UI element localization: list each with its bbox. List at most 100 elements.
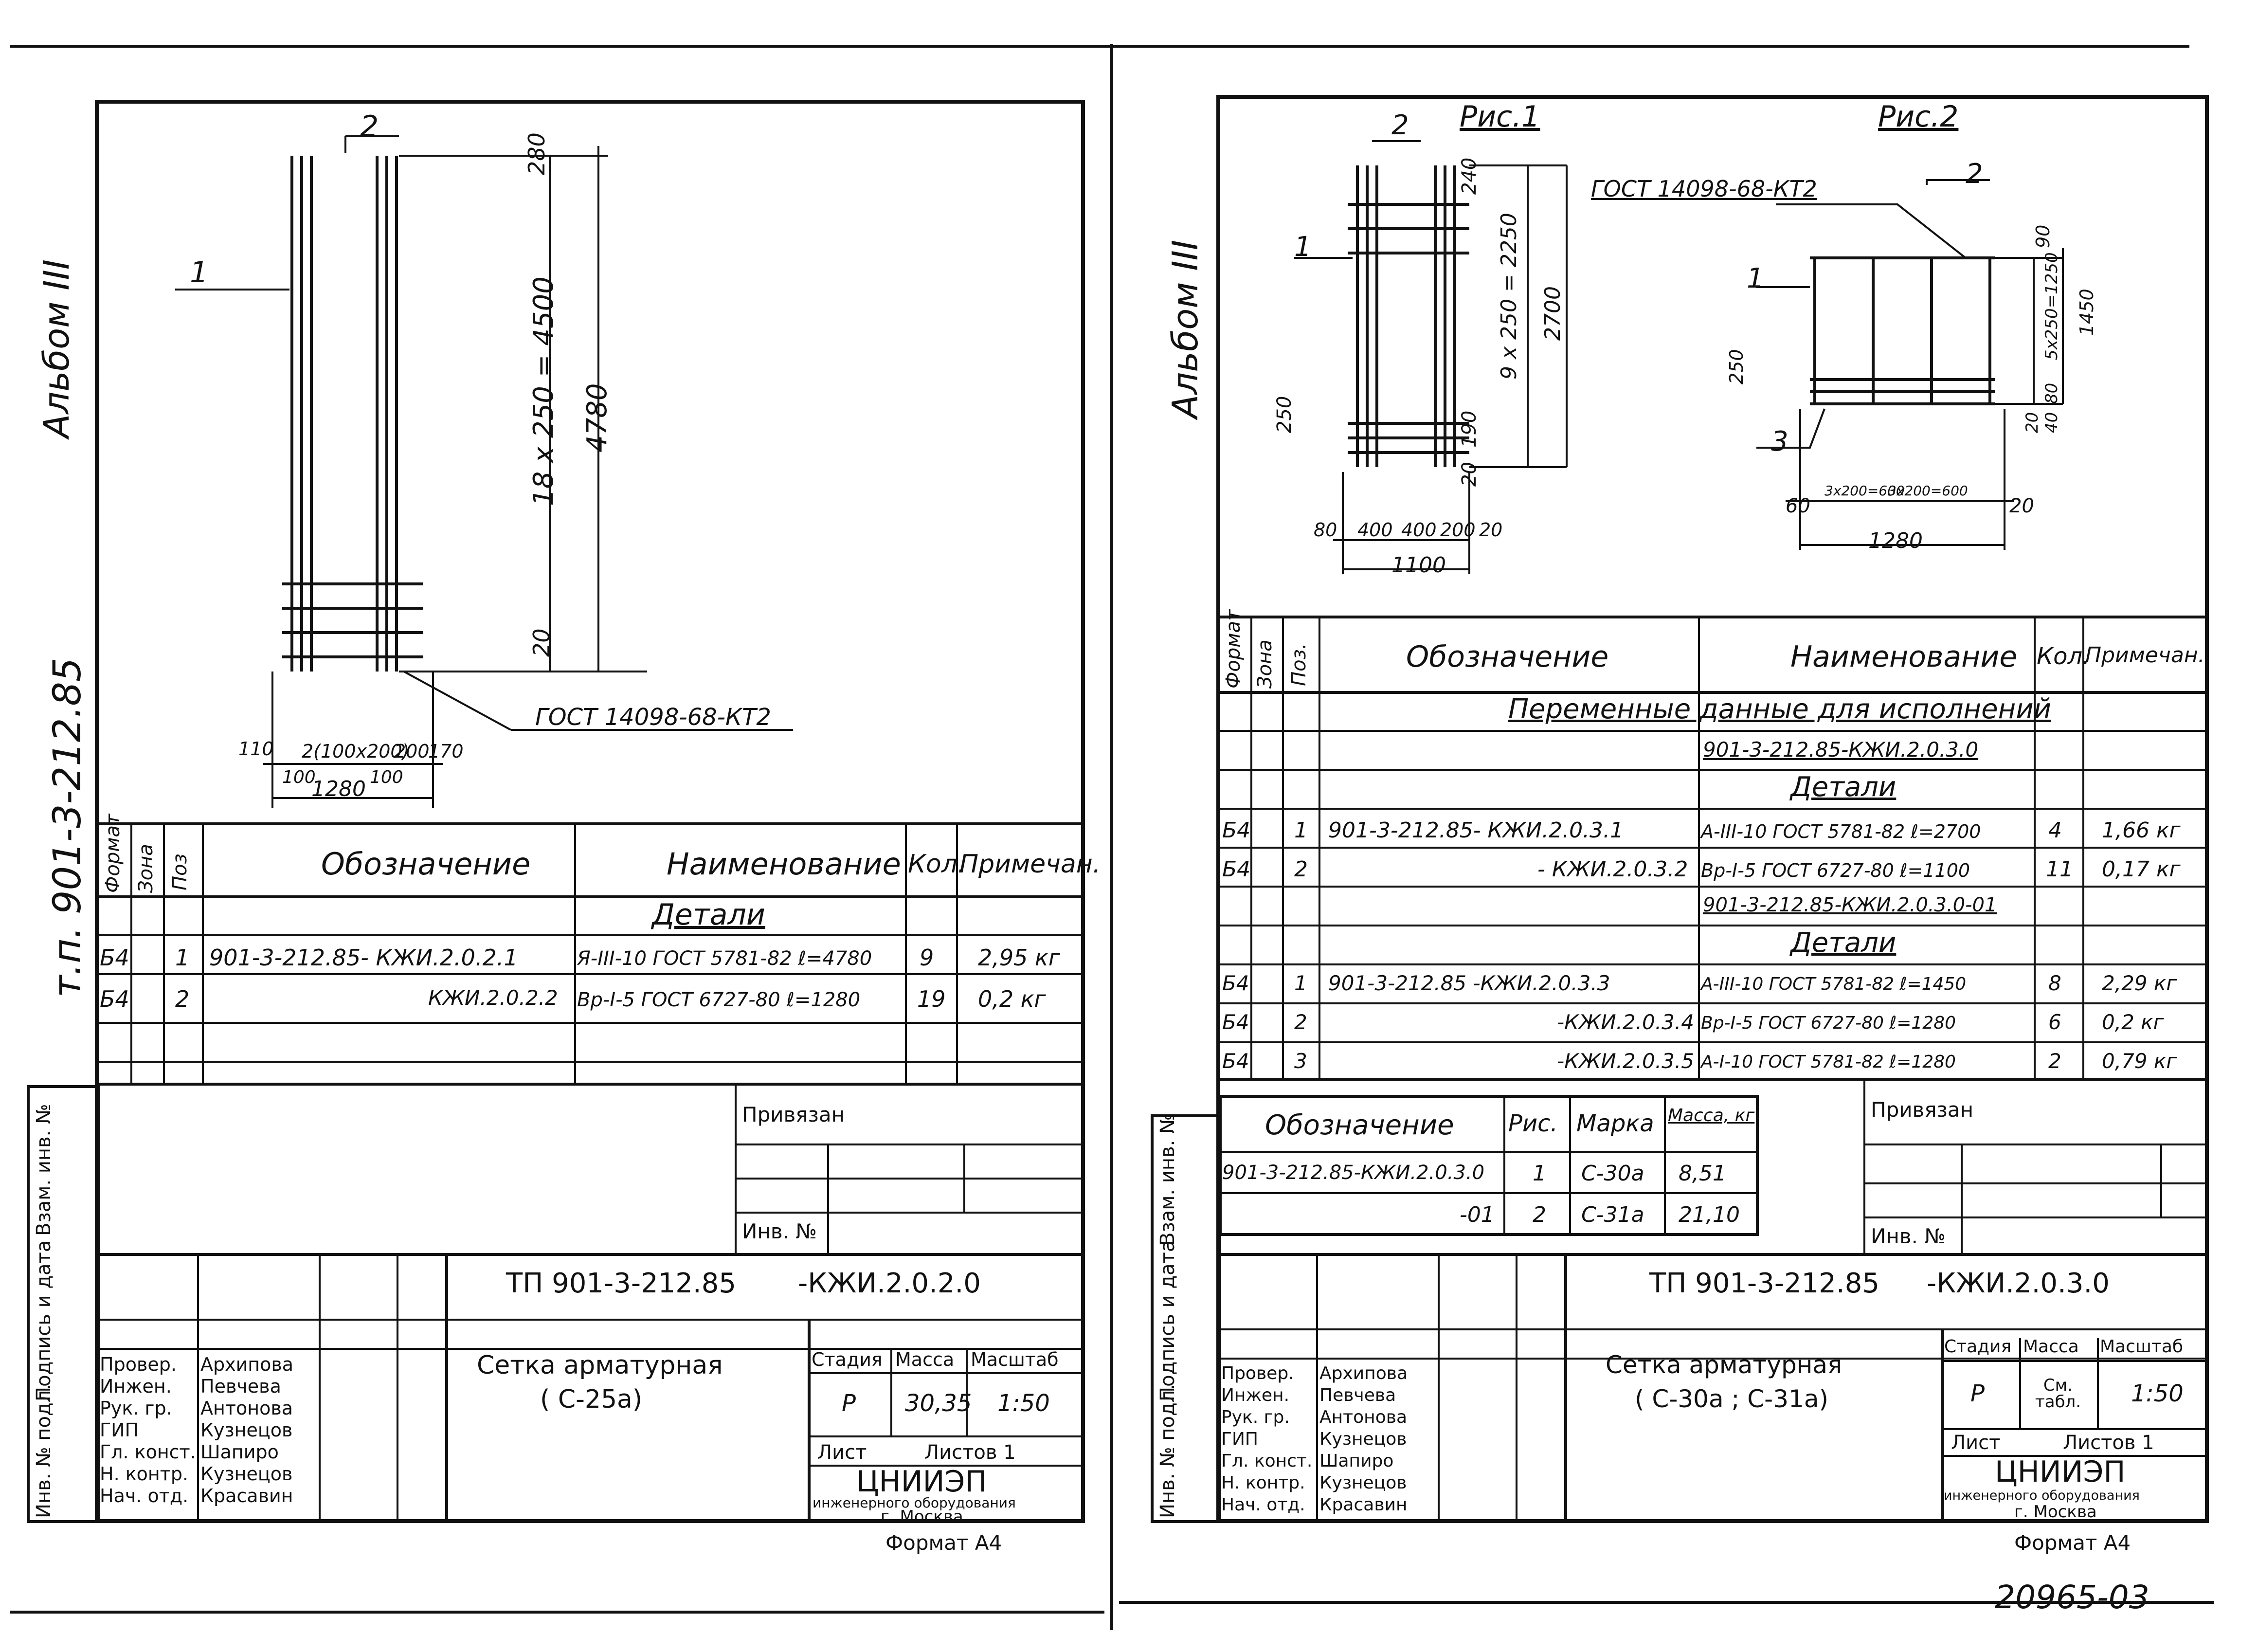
left-title-name-1: Сетка арматурная [477, 1351, 723, 1380]
left-bound-line [735, 1212, 1085, 1214]
left-row2-name: Вр-I-5 ГОСТ 6727-80 ℓ=1280 [577, 989, 861, 1011]
left-title-col [197, 1253, 199, 1523]
right-fig1-dim-20h: 20 [1479, 519, 1503, 541]
right-spec-row-line [1219, 730, 2209, 732]
right-spec-col [1698, 616, 1700, 1080]
left-stage-header-2: Масса [895, 1349, 955, 1370]
right-spec-bottom [1219, 1078, 2209, 1081]
right-sidebar-field-replace: Взам. инв. № [1156, 1113, 1179, 1246]
right-spec-header-bottom [1219, 691, 2209, 694]
left-dim-2x100x200: 2(100x200) [302, 741, 410, 762]
right-mark-row1-code: 901-3-212.85-КЖИ.2.0.3.0 [1222, 1162, 1485, 1184]
right-mark-row2-mass: 21,10 [1679, 1202, 1740, 1227]
right-mark-row1-fig: 1 [1533, 1161, 1546, 1186]
right-v2-row3-name: А-I-10 ГОСТ 5781-82 ℓ=1280 [1701, 1052, 1956, 1072]
right-bound-line [1863, 1144, 2209, 1145]
left-row1-note: 2,95 кг [978, 944, 1060, 971]
right-stage-col [2097, 1338, 2099, 1428]
right-spec-row-line [1219, 963, 2209, 965]
left-spec-header-zone: Зона [135, 844, 157, 893]
left-stage-header-1: Стадия [812, 1349, 883, 1370]
right-spec-row-line [1219, 1041, 2209, 1043]
right-mark-col [1664, 1095, 1666, 1236]
right-v2-row3-note: 0,79 кг [2102, 1049, 2177, 1073]
left-role-6: Н. контр. [100, 1463, 189, 1485]
right-fig2-dim-250: 250 [1726, 349, 1747, 384]
right-fig2-dim-90: 90 [2032, 224, 2054, 248]
left-spec-row-line [97, 934, 1085, 936]
right-bound-col [2160, 1144, 2162, 1216]
right-fig2-dim-3x200b: 3x200=600 [1888, 483, 1968, 499]
sidebar-field-sign: Подпись и дата [33, 1240, 55, 1401]
left-sheet-frame [95, 100, 1085, 1523]
left-row2-pos: 2 [175, 986, 190, 1012]
left-spec-header-name: Наименование [667, 846, 901, 882]
right-format-label: Формат А4 [2014, 1531, 2131, 1555]
right-v2-row3-pos: 3 [1294, 1049, 1307, 1073]
left-dim-18x250: 18 x 250 = 4500 [528, 276, 560, 506]
right-spec-top [1219, 616, 2209, 618]
right-bound-label: Привязан [1871, 1098, 1974, 1122]
right-variant-1-code: 901-3-212.85-КЖИ.2.0.3.0 [1703, 738, 1979, 762]
left-row2-qty: 19 [917, 986, 946, 1012]
left-spec-row-line [97, 1022, 1085, 1024]
right-spec-header-pos: Поз. [1288, 643, 1310, 686]
right-v2-row3-format: Б4 [1222, 1049, 1249, 1073]
right-sidebar-box [1151, 1114, 1221, 1523]
right-role-6: Н. контр. [1221, 1473, 1305, 1493]
right-fig1-dim-200: 200 [1440, 519, 1476, 541]
left-pos-2-label: 2 [360, 109, 379, 144]
right-org-1: ЦНИИЭП [1995, 1455, 2126, 1489]
right-name-4: Кузнецов [1319, 1429, 1407, 1449]
right-mark-table [1219, 1095, 1759, 1236]
left-name-6: Кузнецов [200, 1463, 293, 1485]
right-fig1-dim-1100: 1100 [1391, 553, 1446, 578]
left-spec-top [97, 822, 1085, 825]
right-spec-col [2034, 616, 2036, 1080]
right-mark-col [1503, 1095, 1505, 1236]
right-mark-row1-mass: 8,51 [1679, 1161, 1726, 1186]
right-v2-row1-pos: 1 [1294, 971, 1307, 995]
right-fig1-dim-240: 240 [1458, 157, 1481, 195]
right-fig2-dim-1280: 1280 [1868, 528, 1923, 553]
right-v2-row1-code: 901-3-212.85 -КЖИ.2.0.3.3 [1328, 971, 1610, 995]
right-title-col [1438, 1253, 1440, 1523]
right-mark-header-fig: Рис. [1508, 1110, 1558, 1137]
left-stage-value-1: Р [842, 1390, 856, 1417]
right-fig1-dim-250: 250 [1273, 396, 1296, 433]
right-fig1-dim-400b: 400 [1401, 519, 1437, 541]
right-spec-header-note: Примечан. [2085, 643, 2205, 668]
left-dim-20: 20 [528, 628, 555, 657]
right-spec-header-qty: Кол. [2037, 643, 2090, 670]
right-mark-header-mass: Масса, кг [1668, 1106, 1755, 1126]
right-v2-row1-qty: 8 [2048, 971, 2061, 995]
left-spec-row-line [97, 973, 1085, 975]
left-role-5: Гл. конст. [100, 1441, 196, 1463]
left-row2-code: КЖИ.2.0.2.2 [428, 986, 558, 1010]
right-mark-header-code: Обозначение [1265, 1109, 1454, 1141]
sidebar-field-inv: Инв. № подл. [33, 1384, 55, 1518]
right-fig2-pos-1: 1 [1747, 263, 1764, 294]
left-mesh-drawing [175, 135, 793, 808]
right-fig2-dim-5x250: 5x250=1250 [2042, 252, 2061, 360]
left-title-col [319, 1253, 321, 1523]
right-spec-row-line [1219, 847, 2209, 849]
right-fig2-dim-40: 40 [2042, 412, 2061, 433]
right-spec-col [1282, 616, 1284, 1080]
left-title-top [97, 1253, 1085, 1256]
right-mark-header-mark: Марка [1576, 1110, 1654, 1137]
left-format-label: Формат А4 [885, 1531, 1002, 1555]
left-spec-col [956, 822, 958, 1085]
left-row1-pos: 1 [175, 944, 190, 971]
left-row1-format: Б4 [100, 944, 129, 971]
left-spec-col [163, 822, 165, 1085]
left-role-7: Нач. отд. [100, 1485, 189, 1507]
right-bound-line [1863, 1182, 2209, 1184]
right-name-7: Красавин [1319, 1495, 1408, 1515]
right-v1-row1-name: А-III-10 ГОСТ 5781-82 ℓ=2700 [1701, 821, 1981, 842]
right-section-title-1: Детали [1790, 771, 1897, 803]
right-v1-row1-qty: 4 [2048, 818, 2062, 843]
left-dim-280: 280 [524, 132, 550, 175]
right-v1-row2-code: - КЖИ.2.0.3.2 [1537, 857, 1688, 882]
right-variants-title: Переменные данные для исполнений [1508, 693, 2052, 725]
